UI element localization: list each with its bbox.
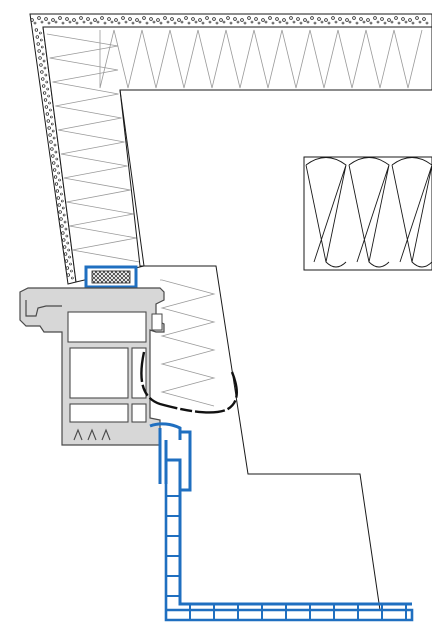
insulation-batt xyxy=(303,156,432,271)
reveal-plaster-line xyxy=(160,279,216,407)
window-sill-profile xyxy=(149,422,414,622)
sealing-tape xyxy=(140,351,238,414)
compressible-gasket xyxy=(84,265,138,289)
window-frame-profile xyxy=(19,287,165,446)
wall-cavity-outline xyxy=(119,89,432,611)
